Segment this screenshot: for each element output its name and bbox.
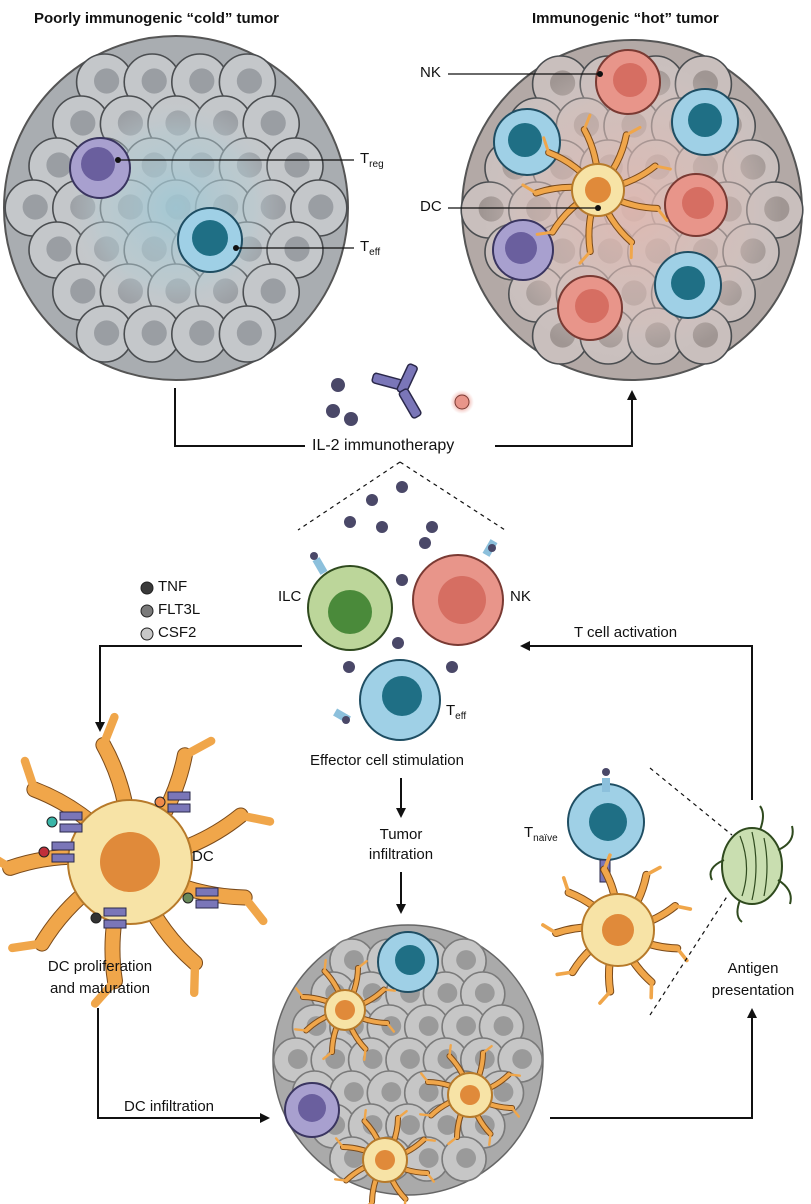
tumor-infiltration-label-1: Tumor (379, 826, 423, 843)
teff-cell-hot-2 (671, 88, 739, 156)
dc-cell-small (541, 853, 693, 1005)
antibody-icon (371, 363, 422, 419)
arrow-to-dc (95, 645, 302, 732)
tumor-infiltration-label-2: infiltration (368, 846, 434, 863)
teff-cell-cold (177, 207, 243, 273)
legend (140, 581, 154, 641)
hot-tumor-title: Immunogenic “hot” tumor (532, 10, 719, 27)
cold-tumor-title: Poorly immunogenic “cold” tumor (34, 10, 280, 27)
arrow-antigen (550, 1008, 757, 1119)
therapy-label: IL-2 immunotherapy (312, 437, 455, 454)
teff-cell-bottom (377, 931, 439, 993)
dc-prolif-label-1: DC proliferation (47, 958, 153, 975)
legend-dot-tnf (140, 581, 154, 595)
therapy-bracket (174, 388, 637, 447)
dc-prolif-label-2: and maturation (49, 980, 151, 997)
teff-label-effector: Teff (446, 702, 467, 722)
legend-dot-csf2 (140, 627, 154, 641)
legend-csf2: CSF2 (158, 624, 197, 641)
dc-cell-hot (521, 113, 672, 265)
dc-cells-bottom (293, 958, 522, 1204)
nk-label-effector: NK (510, 588, 531, 605)
dc-label-hot: DC (420, 198, 442, 215)
tnaive-label: Tnaïve (524, 824, 558, 844)
il2-molecules (326, 378, 358, 426)
arrow-dc-infiltration (97, 1008, 270, 1123)
nk-cell-hot (595, 49, 661, 115)
pathogen-icon (709, 805, 794, 923)
teff-cell-hot-1 (493, 108, 561, 176)
cold-tumor (3, 35, 354, 381)
legend-flt3l: FLT3L (158, 601, 201, 618)
infiltrated-tumor (272, 924, 544, 1204)
ilc-cell (307, 552, 393, 651)
treg-cell-hot (492, 219, 554, 281)
nk-label-hot: NK (420, 64, 441, 81)
t-activation-label: T cell activation (574, 624, 678, 641)
dc-label-large: DC (192, 848, 214, 865)
treg-label: Treg (360, 150, 384, 170)
ilc-label: ILC (278, 588, 302, 605)
hot-tumor (448, 39, 804, 381)
treg-cell-bottom (284, 1082, 340, 1138)
teff-cell-hot-3 (654, 251, 722, 319)
legend-dot-flt3l (140, 604, 154, 618)
dc-infiltration-label: DC infiltration (124, 1098, 215, 1115)
teff-label-cold: Teff (360, 238, 381, 258)
nk-cell-hot-2 (664, 173, 728, 237)
antigen-label-1: Antigen (727, 960, 779, 977)
teff-cell-effector (333, 659, 441, 741)
dc-cell-large (0, 712, 275, 1008)
nk-cell-hot-3 (557, 275, 623, 341)
treg-cell (69, 137, 131, 199)
nk-cell-effector (412, 539, 504, 646)
il2-dots (343, 481, 458, 673)
tnaive-cell (567, 768, 645, 883)
legend-tnf: TNF (158, 578, 188, 595)
antigen-label-2: presentation (711, 982, 795, 999)
arrow-t-activation (520, 641, 753, 800)
effector-caption: Effector cell stimulation (310, 752, 464, 769)
